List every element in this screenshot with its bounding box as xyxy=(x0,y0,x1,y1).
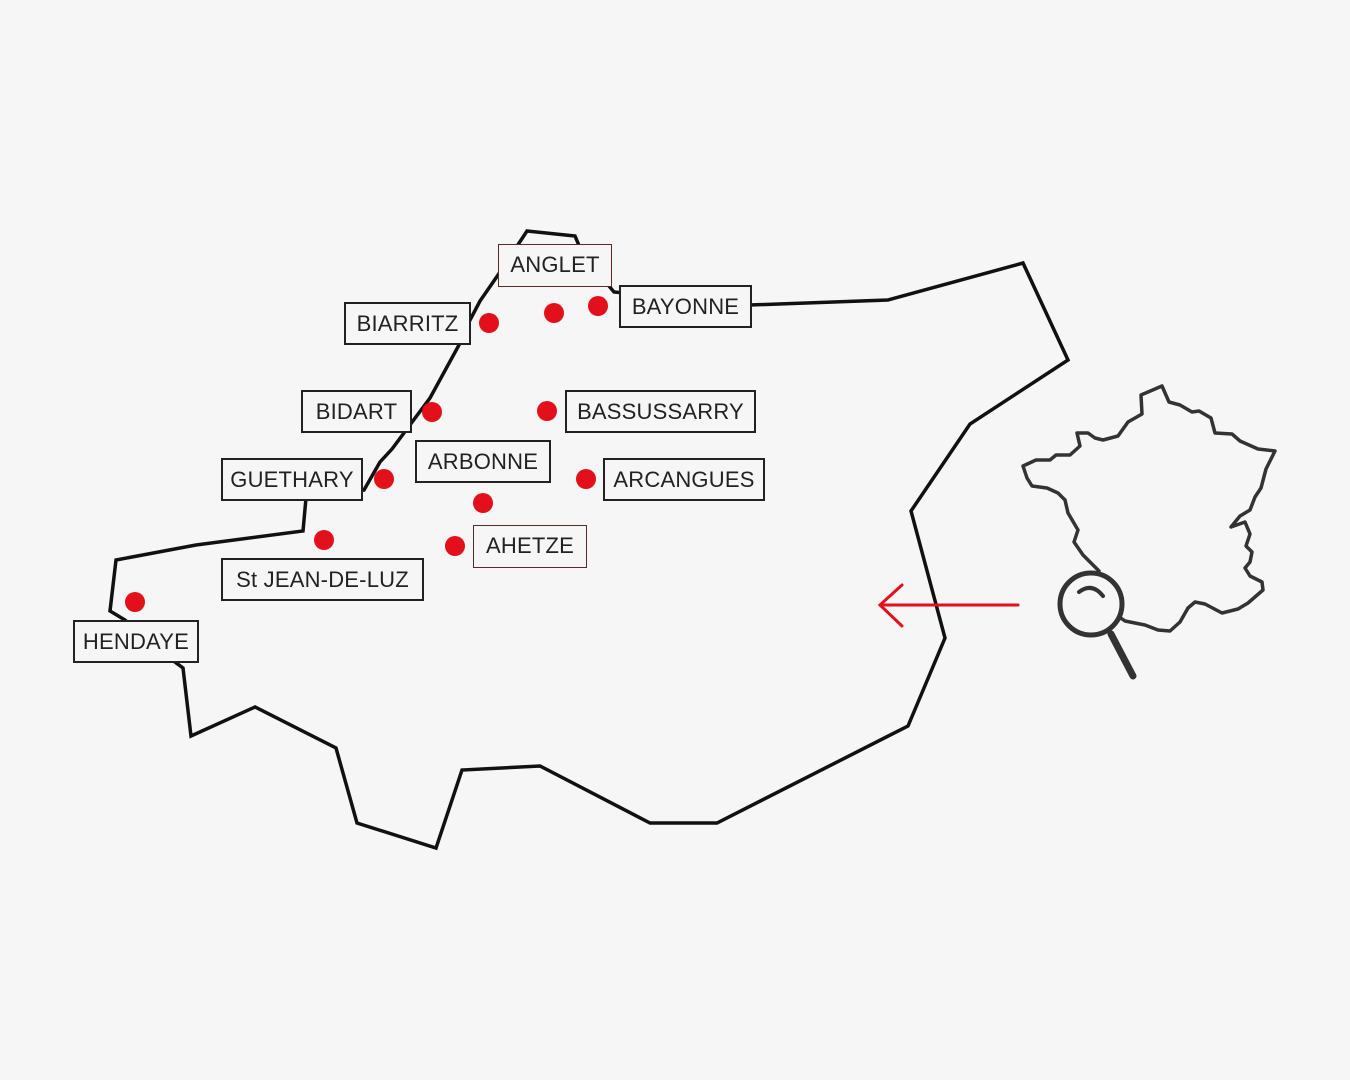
town-label-arcangues: ARCANGUES xyxy=(603,458,765,501)
town-label-bassussarry: BASSUSSARRY xyxy=(565,390,756,433)
town-label-arbonne: ARBONNE xyxy=(415,440,551,483)
town-marker-guethary xyxy=(374,469,394,489)
magnifying-glass-icon xyxy=(1057,570,1137,680)
town-marker-arcangues xyxy=(576,469,596,489)
town-label-st-jean-de-luz: St JEAN-DE-LUZ xyxy=(221,558,424,601)
france-outline-icon xyxy=(1021,384,1277,633)
town-marker-bayonne xyxy=(588,296,608,316)
town-markers xyxy=(125,296,608,612)
town-label-biarritz: BIARRITZ xyxy=(344,302,471,345)
town-marker-ahetze xyxy=(445,536,465,556)
town-marker-anglet xyxy=(544,303,564,323)
town-label-guethary: GUETHARY xyxy=(221,458,363,501)
town-marker-bidart xyxy=(422,402,442,422)
town-label-bidart: BIDART xyxy=(301,390,412,433)
arrow-left-icon xyxy=(877,583,1020,628)
town-label-anglet: ANGLET xyxy=(498,244,612,287)
town-marker-hendaye xyxy=(125,592,145,612)
town-label-bayonne: BAYONNE xyxy=(619,285,752,328)
town-marker-arbonne xyxy=(473,493,493,513)
town-label-ahetze: AHETZE xyxy=(473,525,587,568)
region-outline xyxy=(108,229,1071,851)
town-marker-bassussarry xyxy=(537,401,557,421)
town-marker-st-jean-de-luz xyxy=(314,530,334,550)
town-label-hendaye: HENDAYE xyxy=(73,620,199,663)
town-marker-biarritz xyxy=(479,313,499,333)
